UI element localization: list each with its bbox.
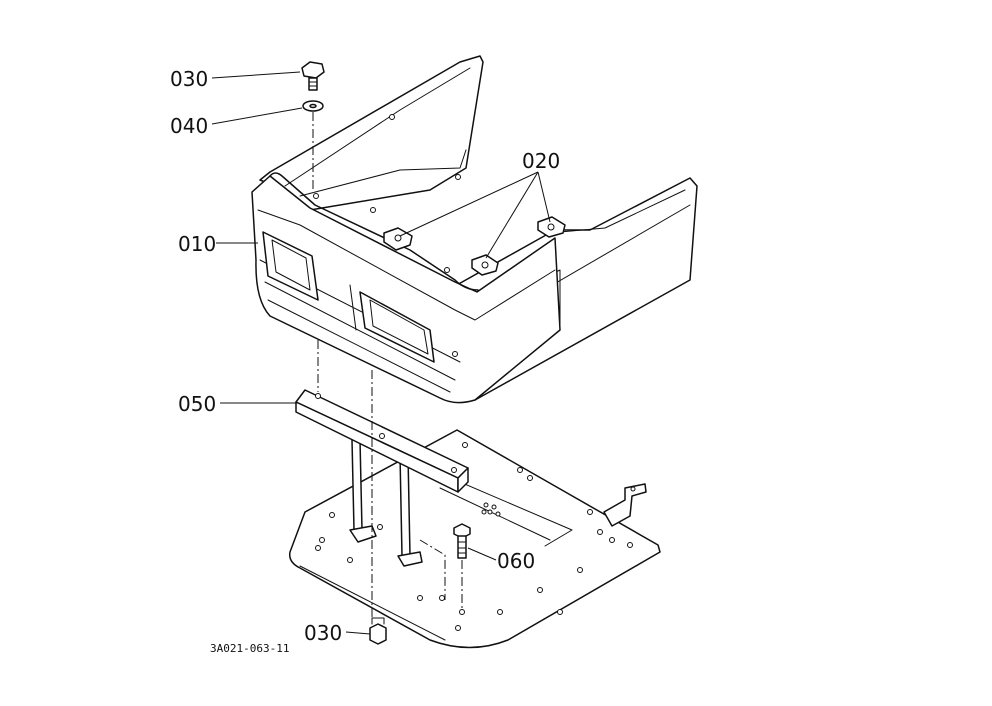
drawing-code: 3A021-063-11 <box>210 642 289 655</box>
support-frame-050 <box>295 389 469 567</box>
label-020: 020 <box>522 149 560 173</box>
label-010: 010 <box>178 232 216 256</box>
label-060: 060 <box>497 549 535 573</box>
bolt-030-top <box>301 61 325 91</box>
label-030-bottom: 030 <box>304 621 342 645</box>
washer-040 <box>302 100 324 112</box>
bolt-030-bottom <box>369 617 387 645</box>
part-labels: 030 040 020 010 050 060 030 3A021-063-11 <box>170 67 560 655</box>
leader-lines <box>211 71 551 635</box>
base-plate <box>288 429 661 649</box>
centerlines <box>312 112 463 620</box>
bolt-060 <box>453 523 471 559</box>
front-hood-010 <box>251 55 698 404</box>
label-030-top: 030 <box>170 67 208 91</box>
label-050: 050 <box>178 392 216 416</box>
label-040: 040 <box>170 114 208 138</box>
